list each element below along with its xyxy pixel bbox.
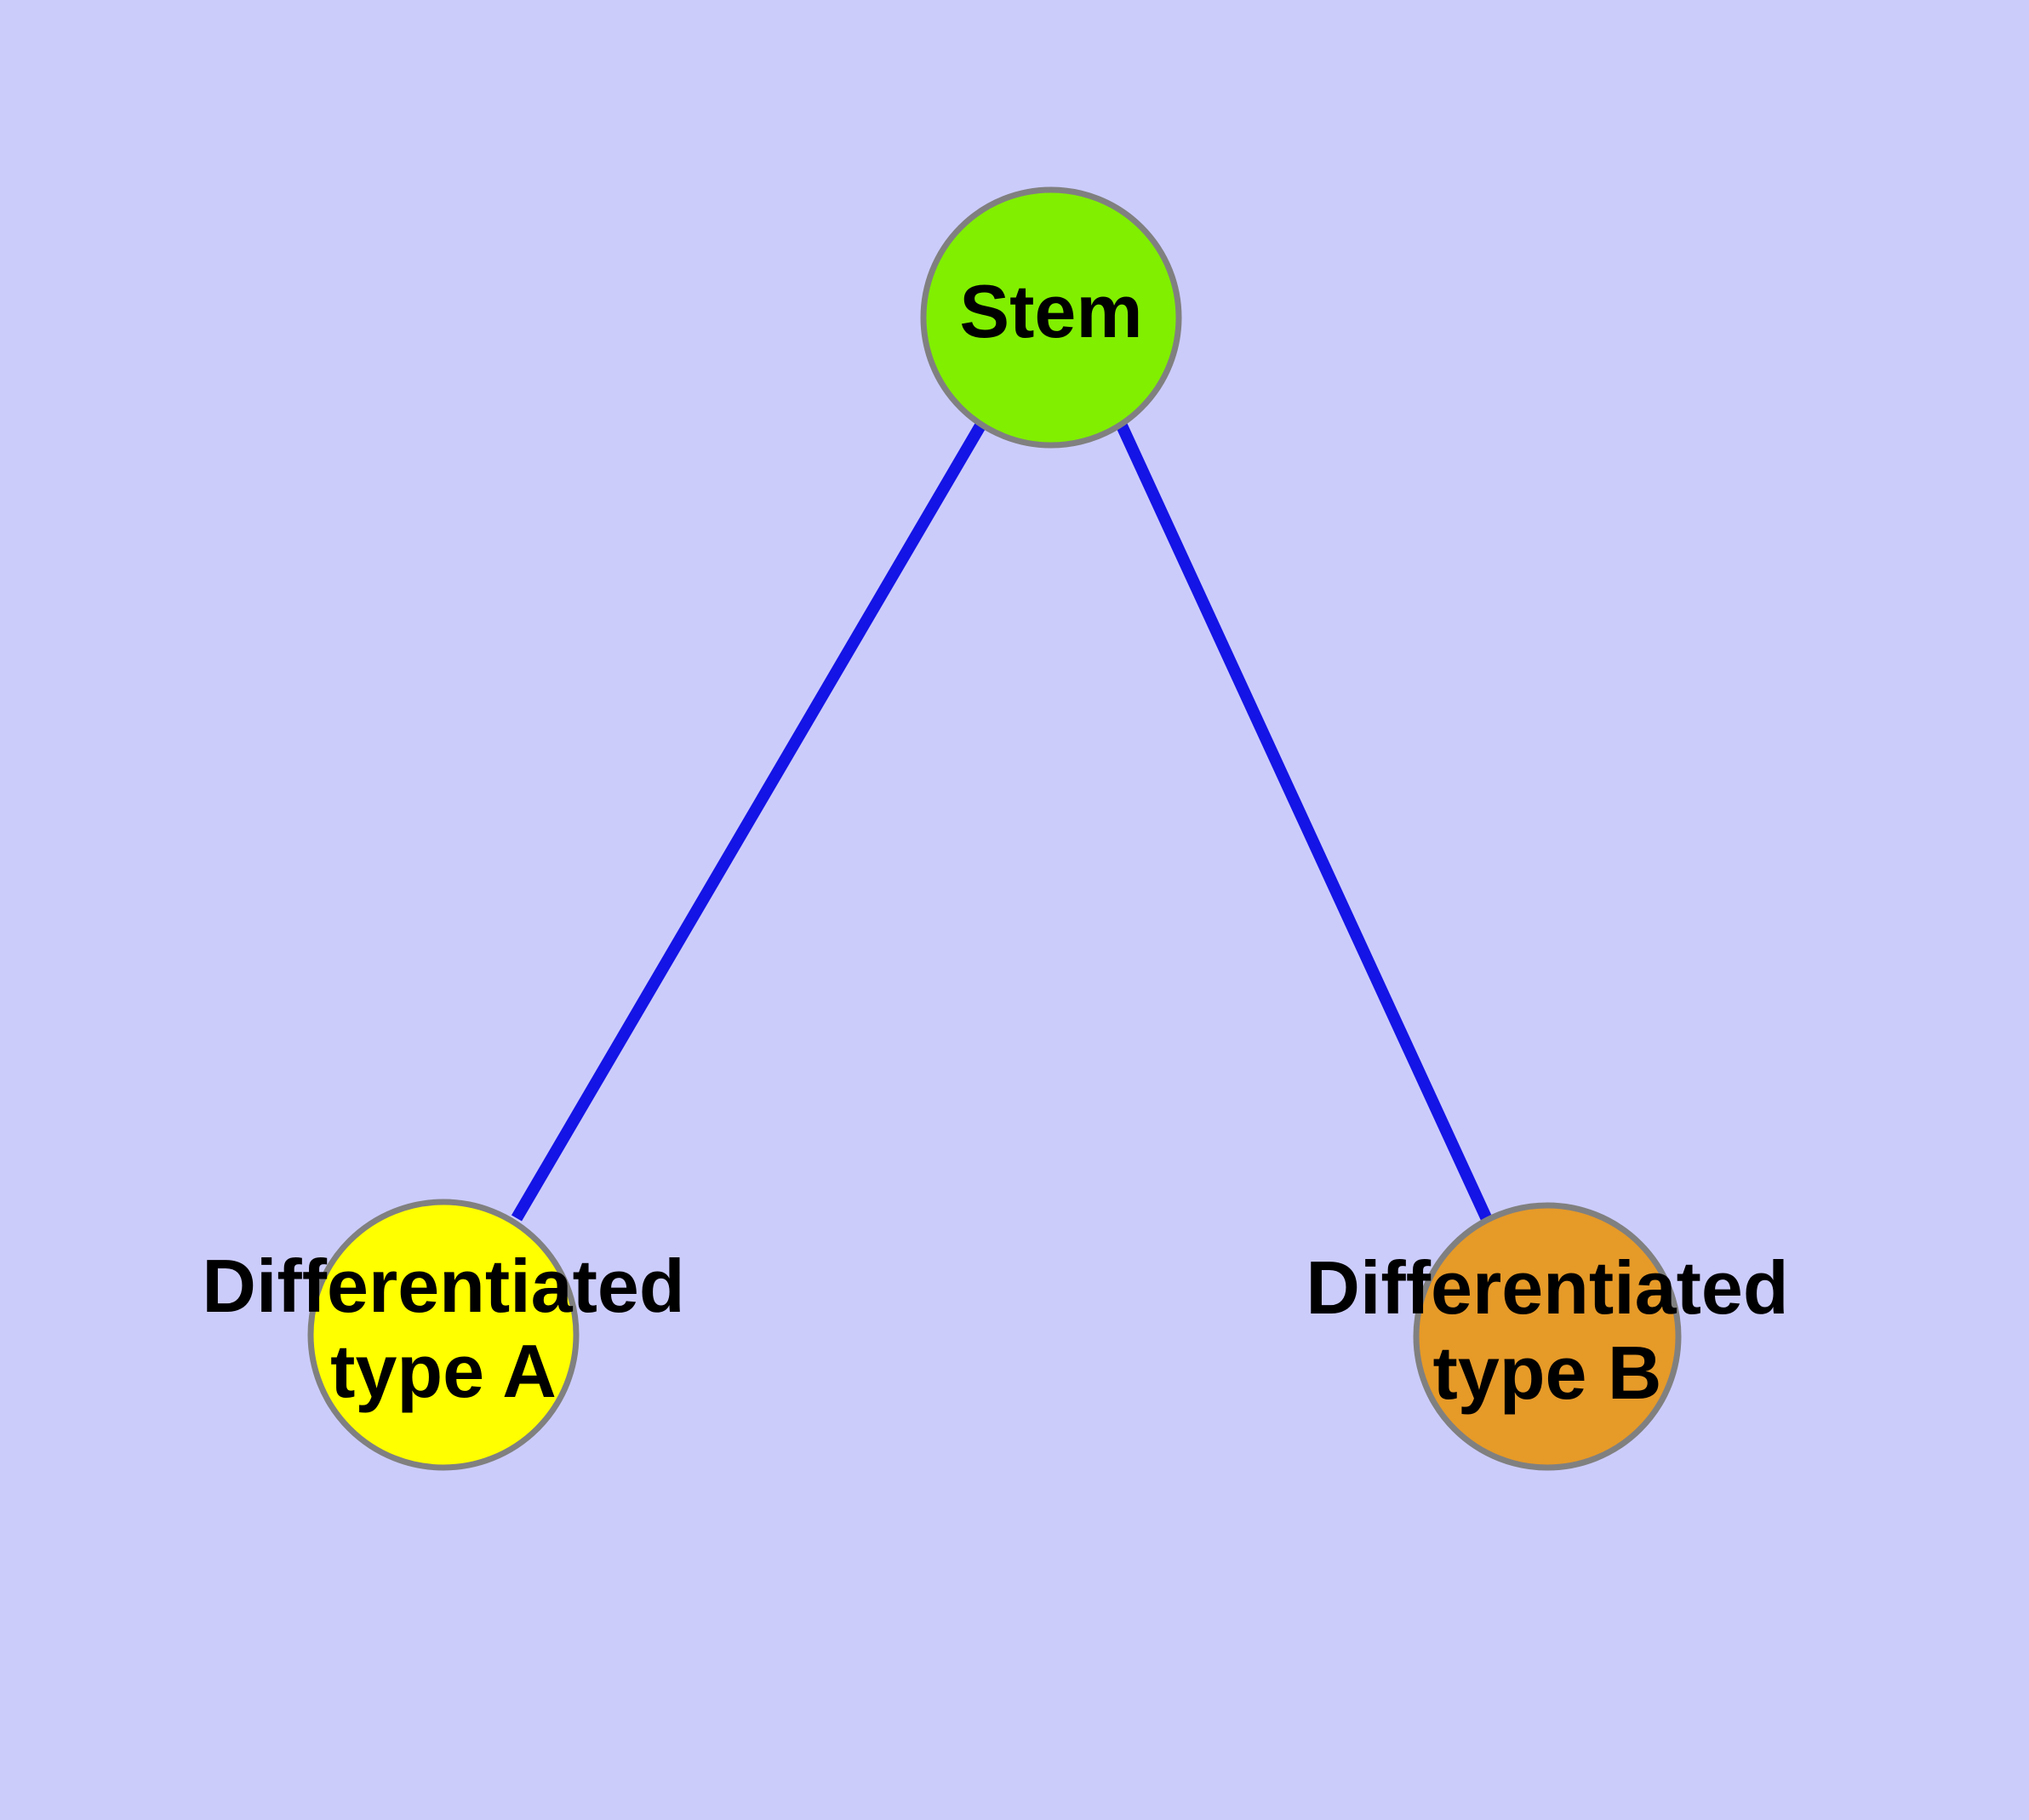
node-stem-label: Stem [959, 269, 1142, 353]
node-stem-circle[interactable] [920, 186, 1182, 449]
edges-layer [511, 422, 1496, 1229]
node-stem[interactable]: Stem [920, 186, 1182, 449]
node-differentiated-type-a-circle[interactable] [307, 1199, 580, 1471]
edge-stem-to-differentiated-type-a[interactable] [511, 422, 986, 1222]
edge-stem-to-differentiated-type-b[interactable] [1116, 423, 1496, 1229]
node-differentiated-type-b-circle[interactable] [1413, 1202, 1682, 1471]
